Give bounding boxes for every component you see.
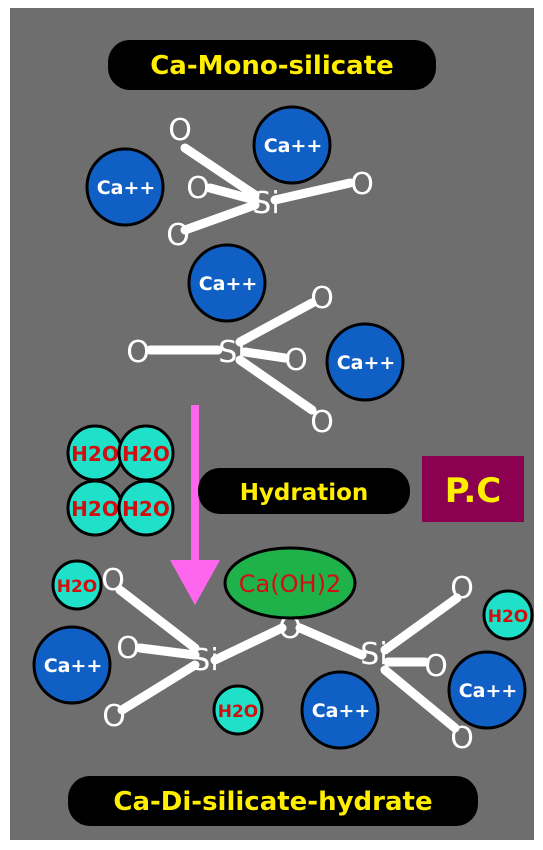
svg-text:Ca++: Ca++ <box>264 135 323 157</box>
svg-text:Ca++: Ca++ <box>199 273 258 295</box>
calcium-ion: Ca++ <box>325 322 405 402</box>
hydration-label-group: Hydration <box>198 468 410 514</box>
hydration-label: Hydration <box>240 480 369 506</box>
oxygen-atom: O <box>450 721 474 756</box>
molecule-1-bonds <box>180 143 355 235</box>
pc-label: P.C <box>445 471 502 511</box>
silicon-atom: Si <box>218 335 245 370</box>
water-molecules: H2O H2O H2O H2O H2O H2O H2O <box>51 424 534 736</box>
svg-text:H2O: H2O <box>488 607 529 627</box>
svg-text:H2O: H2O <box>122 497 170 521</box>
oxygen-atom: O <box>278 611 302 646</box>
calcium-hydroxide-label: Ca(OH)2 <box>239 570 341 598</box>
oxygen-atom: O <box>126 335 150 370</box>
calcium-ion: Ca++ <box>252 105 332 185</box>
title-bottom-group: Ca-Di-silicate-hydrate <box>68 776 478 826</box>
svg-text:H2O: H2O <box>57 577 98 597</box>
pc-box <box>422 456 524 522</box>
water-molecule: H2O <box>66 424 124 482</box>
calcium-ion: Ca++ <box>85 147 165 227</box>
title-bottom: Ca-Di-silicate-hydrate <box>113 787 432 817</box>
calcium-hydroxide-ellipse <box>223 546 357 620</box>
svg-text:Ca++: Ca++ <box>97 177 156 199</box>
water-molecule: H2O <box>51 559 103 611</box>
title-top-pill <box>108 40 436 90</box>
pc-label-group: P.C <box>422 456 524 522</box>
water-molecule: H2O <box>117 479 175 537</box>
oxygen-atom: O <box>310 405 334 440</box>
oxygen-atoms: O O O O O O O O O O O O O O O <box>101 113 474 756</box>
silicon-atoms: Si Si Si Si <box>191 186 387 678</box>
water-molecule: H2O <box>117 424 175 482</box>
oxygen-atom: O <box>166 218 190 253</box>
title-top-group: Ca-Mono-silicate <box>108 40 436 90</box>
oxygen-atom: O <box>116 631 140 666</box>
molecule-3-bonds <box>115 585 462 733</box>
oxygen-atom: O <box>424 649 448 684</box>
hydration-pill <box>198 468 410 514</box>
calcium-ion: Ca++ <box>300 670 380 750</box>
calcium-ion: Ca++ <box>447 650 527 730</box>
silicon-atom: Si <box>360 637 387 672</box>
arrow-down-icon <box>170 405 220 605</box>
calcium-ion: Ca++ <box>187 243 267 323</box>
oxygen-atom: O <box>168 113 192 148</box>
molecule-2-bonds <box>145 298 317 415</box>
oxygen-atom: O <box>102 699 126 734</box>
oxygen-atom: O <box>310 281 334 316</box>
svg-text:H2O: H2O <box>71 497 119 521</box>
oxygen-atom: O <box>450 571 474 606</box>
svg-text:Ca++: Ca++ <box>312 700 371 722</box>
calcium-ions: Ca++ Ca++ Ca++ Ca++ Ca++ Ca++ Ca++ <box>32 105 527 750</box>
svg-text:Ca++: Ca++ <box>44 655 103 677</box>
svg-text:H2O: H2O <box>122 442 170 466</box>
svg-text:Ca++: Ca++ <box>459 680 518 702</box>
oxygen-atom: O <box>101 563 125 598</box>
calcium-ion: Ca++ <box>32 625 112 705</box>
svg-text:H2O: H2O <box>71 442 119 466</box>
calcium-hydroxide-group: Ca(OH)2 <box>223 546 357 620</box>
title-bottom-pill <box>68 776 478 826</box>
svg-text:Ca++: Ca++ <box>337 352 396 374</box>
silicon-atom: Si <box>191 643 218 678</box>
water-molecule: H2O <box>66 479 124 537</box>
oxygen-atom: O <box>186 171 210 206</box>
svg-text:H2O: H2O <box>218 702 259 722</box>
water-molecule: H2O <box>482 589 534 641</box>
silicon-atom: Si <box>252 186 279 221</box>
water-molecule: H2O <box>212 684 264 736</box>
title-top: Ca-Mono-silicate <box>150 51 394 81</box>
oxygen-atom: O <box>284 343 308 378</box>
oxygen-atom: O <box>350 167 374 202</box>
